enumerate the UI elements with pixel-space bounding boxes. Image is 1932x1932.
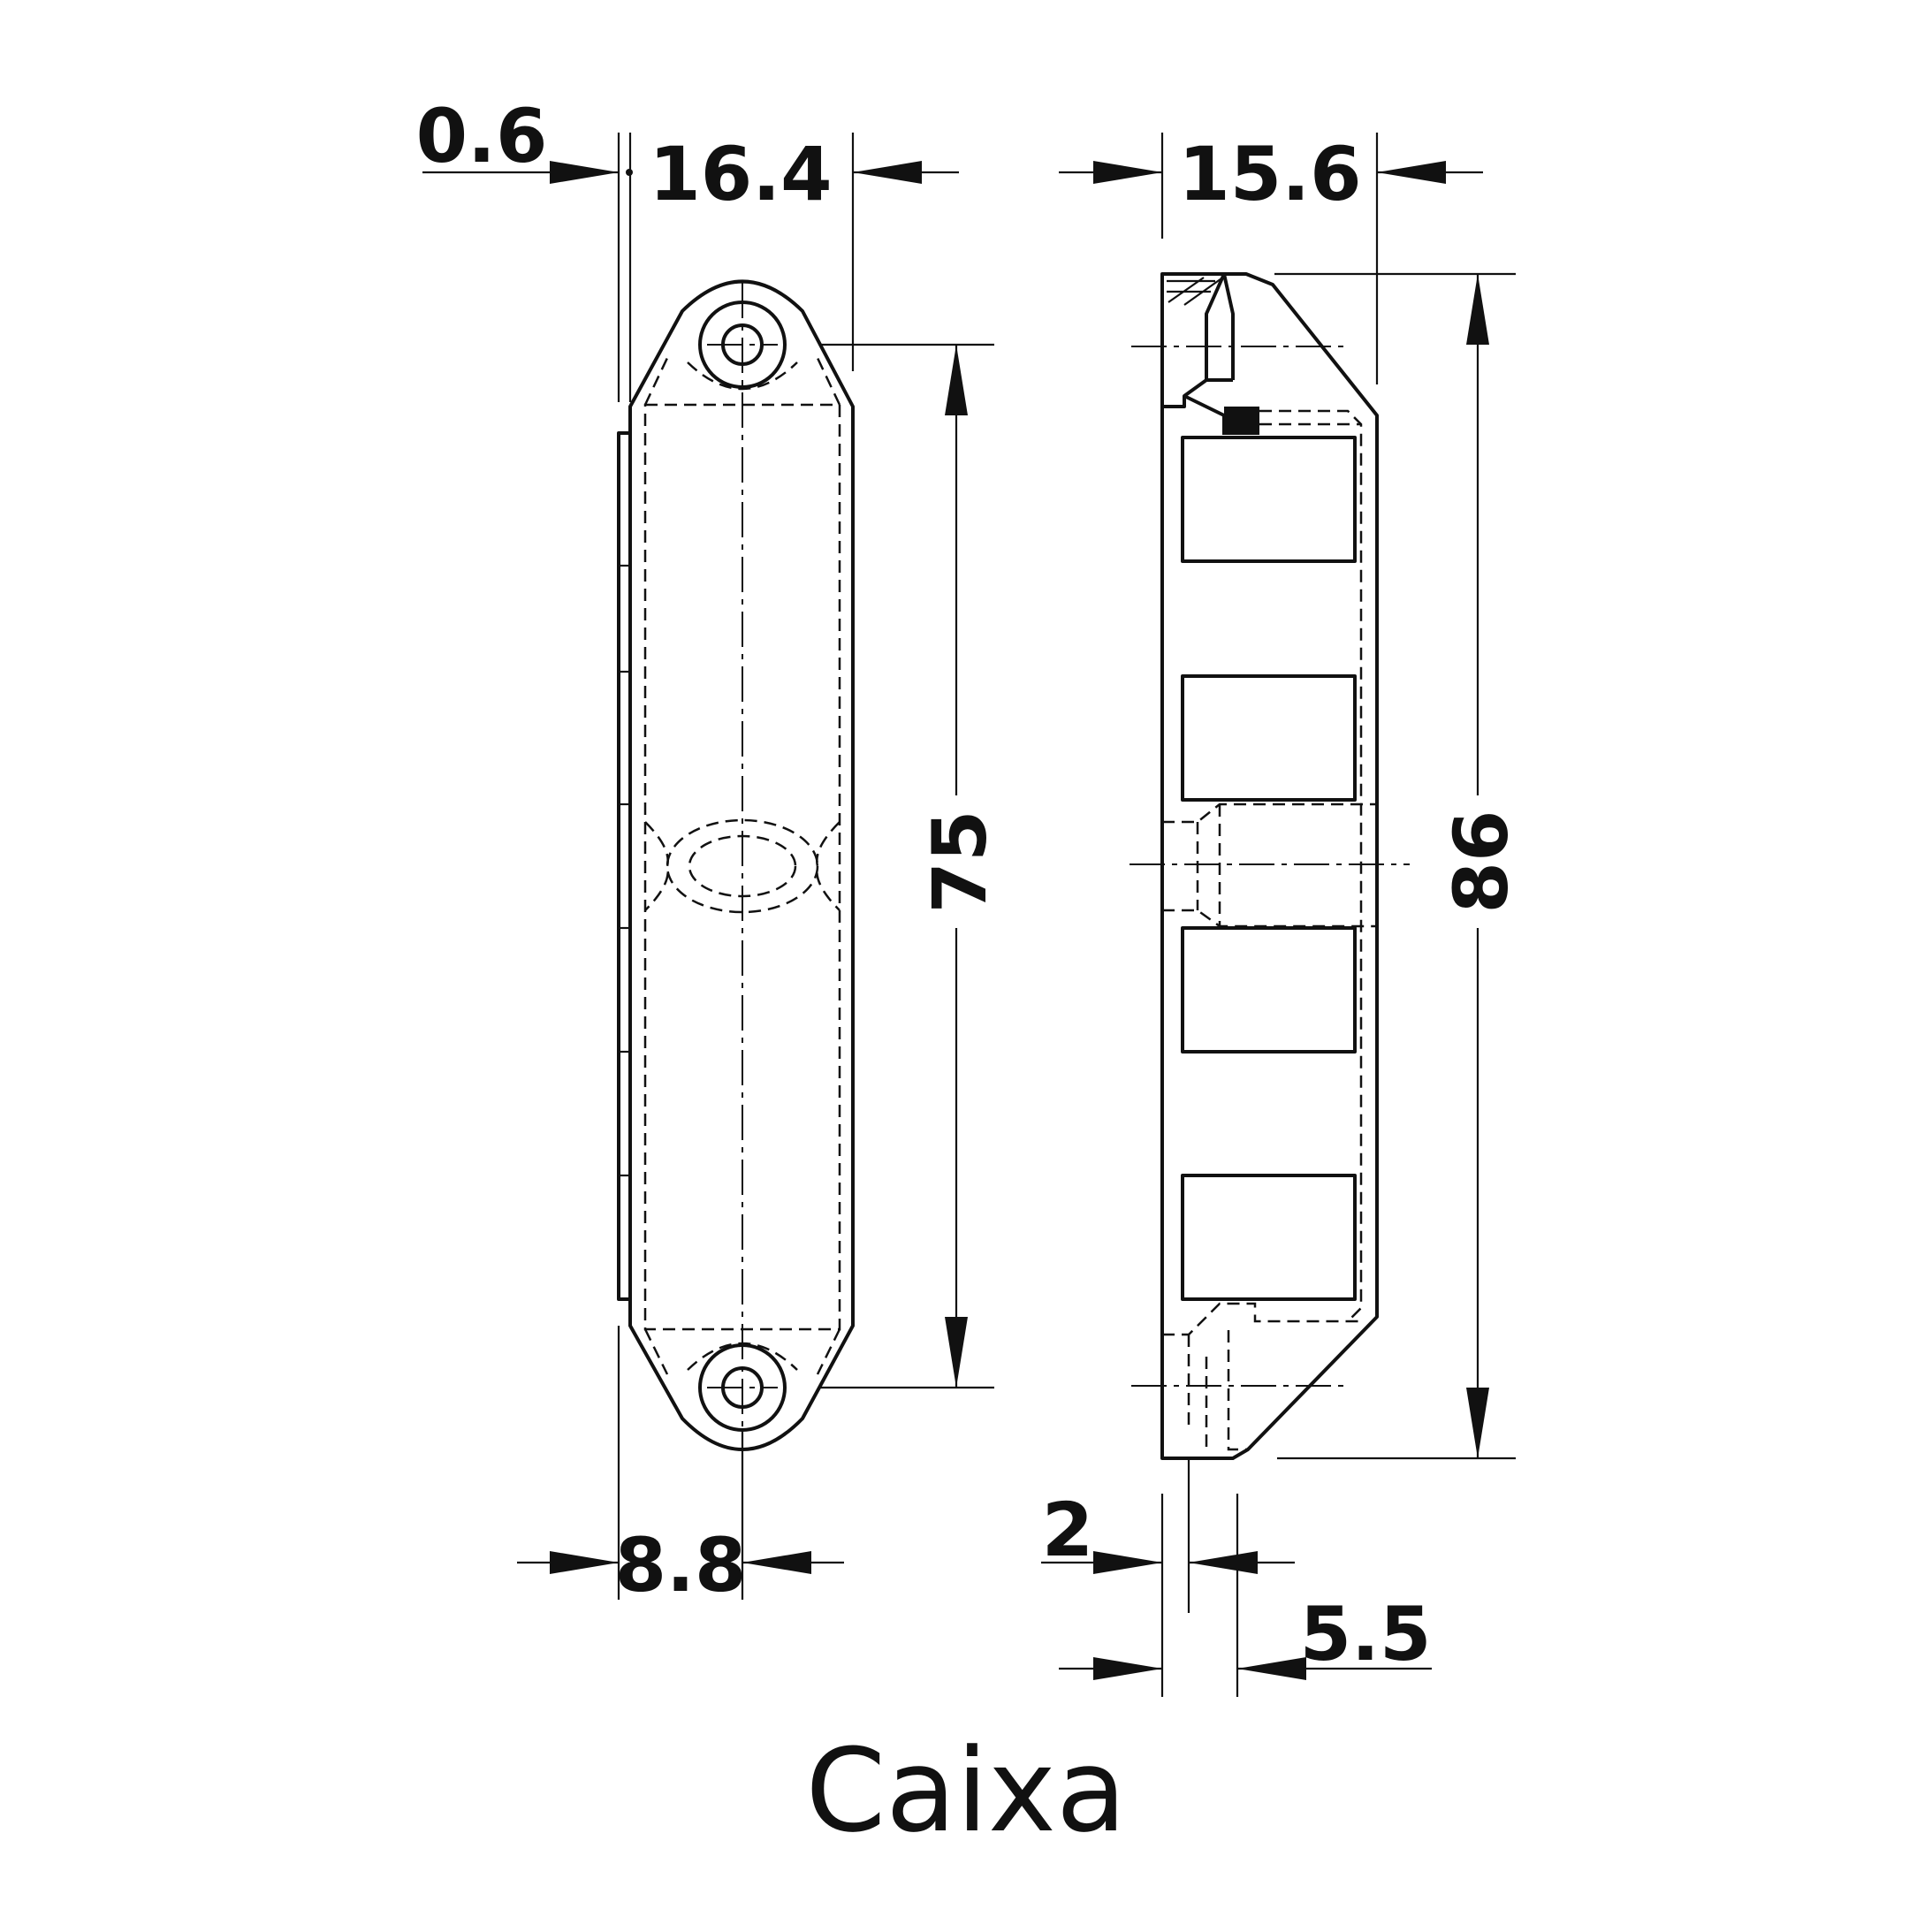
- dim-hole-offset-8-8: 8.8: [615, 1522, 747, 1609]
- dim-front-offset-0-6: 0.6: [416, 93, 548, 179]
- side-slot-1: [1181, 436, 1357, 563]
- front-body-outline: [628, 279, 855, 1451]
- side-slot-2: [1181, 674, 1357, 802]
- front-hidden-magnet-oval: [666, 818, 819, 914]
- dim-side-length-86: 86: [1438, 810, 1525, 914]
- side-magnet-block: [1224, 407, 1259, 435]
- dim-side-depth-15-6: 15.6: [1178, 131, 1361, 217]
- side-view: 15.6 86 2 5.5: [1041, 131, 1525, 1697]
- dim-side-step-5-5: 5.5: [1300, 1591, 1432, 1677]
- side-body-outline: [1160, 272, 1379, 1460]
- front-view: 0.6 16.4 75 8.8: [416, 93, 1003, 1609]
- side-slot-4: [1181, 1174, 1357, 1301]
- dim-side-lip-2: 2: [1042, 1487, 1093, 1573]
- dim-hole-spacing-75: 75: [917, 810, 1003, 914]
- drawing-caption: Caixa: [805, 1723, 1127, 1858]
- side-slot-3: [1181, 926, 1357, 1053]
- dim-front-width-16-4: 16.4: [649, 131, 832, 217]
